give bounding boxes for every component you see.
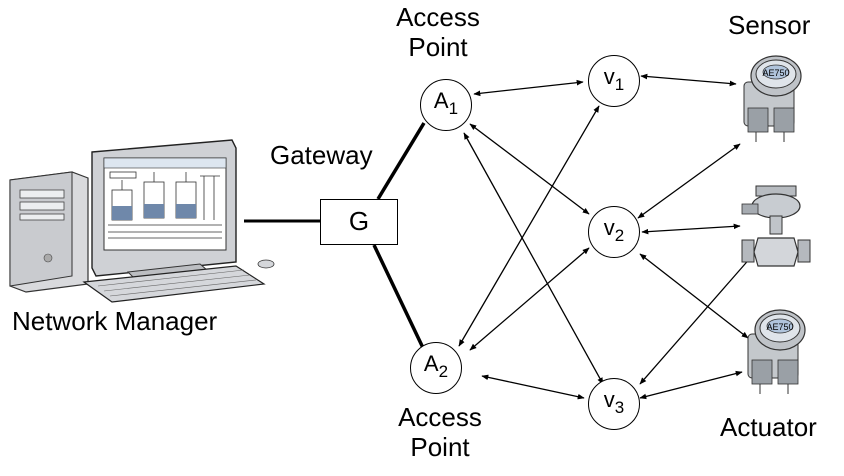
gateway-label: Gateway — [270, 140, 373, 170]
a2-subscript: 2 — [438, 362, 449, 381]
access-point-1-line1: Access — [396, 2, 480, 32]
v3-subscript: 3 — [614, 398, 625, 417]
link-v2-valve — [641, 223, 741, 235]
link-a2-v3 — [481, 374, 585, 400]
node-v2: v2 — [588, 206, 640, 258]
gateway-node: G — [320, 199, 398, 245]
access-point-2-line2: Point — [410, 432, 470, 462]
access-point-a2-node: A2 — [410, 342, 462, 394]
link-v2-a2 — [469, 247, 590, 351]
actuator-label: Actuator — [720, 412, 817, 442]
valve-device-icon — [741, 185, 811, 267]
gateway-a2-link — [372, 244, 426, 351]
link-v3-actuator — [639, 370, 743, 400]
v1-label: v — [603, 64, 615, 89]
link-v1-sensor — [640, 73, 737, 87]
sensor-label: Sensor — [728, 10, 811, 40]
access-point-2-label: Access Point — [378, 402, 502, 462]
gateway-node-label: G — [348, 206, 370, 236]
network-manager-label: Network Manager — [12, 306, 218, 336]
sensor-plate-label: AE750 — [762, 68, 789, 78]
link-a1-v3 — [463, 132, 604, 385]
actuator-transmitter-icon: AE750 — [747, 309, 806, 394]
access-point-1-label: Access Point — [376, 2, 500, 62]
a1-label: A — [433, 88, 449, 113]
actuator-plate-label: AE750 — [766, 322, 793, 332]
v3-label: v — [603, 387, 615, 412]
link-a1-v1 — [473, 79, 584, 97]
a2-label: A — [423, 351, 439, 376]
network-manager-computer-icon — [9, 139, 275, 303]
gateway-a1-link — [376, 122, 426, 200]
access-point-2-line1: Access — [398, 402, 482, 432]
link-v3-valve — [639, 255, 753, 385]
access-point-1-line2: Point — [408, 32, 468, 62]
node-v1: v1 — [588, 55, 640, 107]
v1-subscript: 1 — [614, 75, 625, 94]
node-v3: v3 — [588, 378, 640, 430]
a1-subscript: 1 — [448, 99, 459, 118]
sensor-transmitter-icon: AE750 — [743, 55, 802, 142]
v2-subscript: 2 — [614, 226, 625, 245]
link-a1-v2 — [469, 123, 590, 215]
v2-label: v — [603, 215, 615, 240]
access-point-a1-node: A1 — [420, 79, 472, 131]
link-v2-actuator — [639, 253, 749, 339]
link-v2-sensor — [637, 143, 741, 219]
link-v1-a2 — [458, 105, 600, 347]
